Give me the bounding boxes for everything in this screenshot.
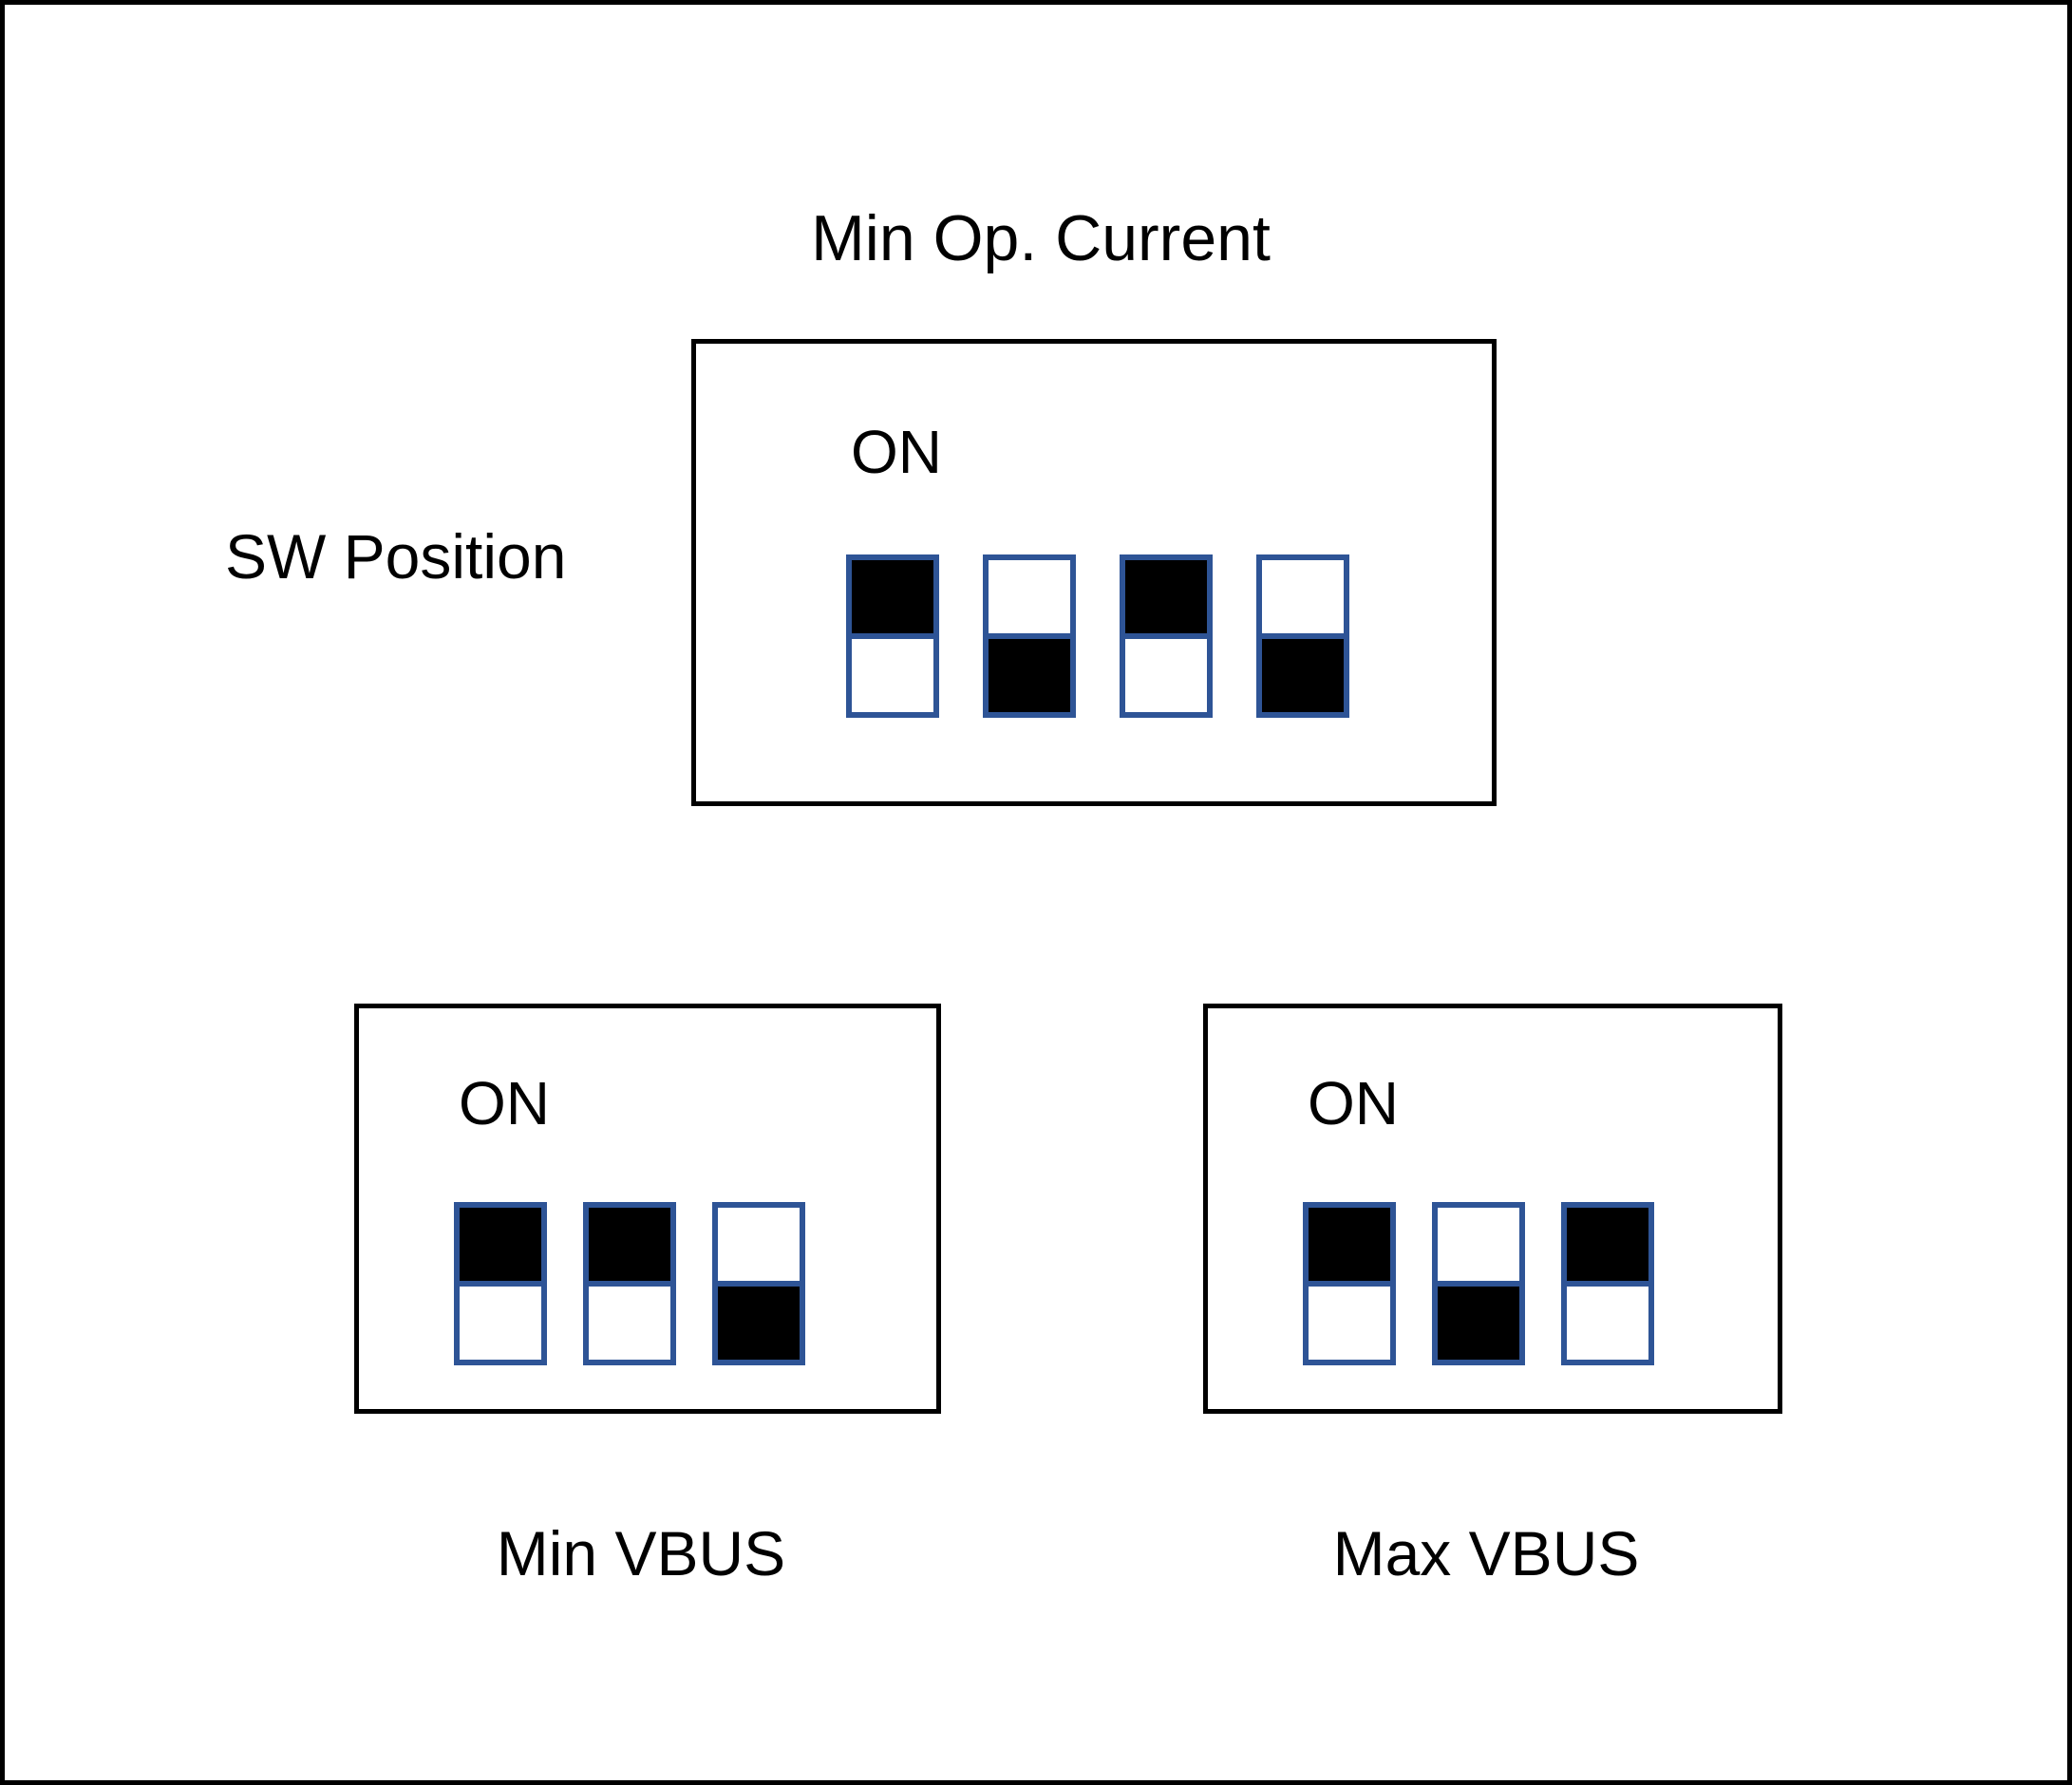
- dip-switch[interactable]: [1256, 554, 1349, 718]
- switch-half-top: [1125, 560, 1207, 633]
- on-legend-label: ON: [1308, 1069, 1399, 1137]
- dip-switch[interactable]: [1432, 1202, 1525, 1365]
- switch-half-top: [1567, 1208, 1648, 1281]
- on-legend-label: ON: [459, 1069, 550, 1137]
- dip-switch[interactable]: [983, 554, 1076, 718]
- switch-half-bottom: [1262, 633, 1344, 712]
- switch-half-top: [989, 560, 1070, 633]
- switch-half-bottom: [1438, 1281, 1519, 1360]
- on-legend-label: ON: [851, 418, 942, 486]
- switch-half-bottom: [1125, 633, 1207, 712]
- switch-half-top: [1262, 560, 1344, 633]
- switch-half-bottom: [1309, 1281, 1390, 1360]
- switch-half-bottom: [460, 1281, 541, 1360]
- dip-switch[interactable]: [1120, 554, 1213, 718]
- page-title: Min Op. Current: [811, 202, 1271, 274]
- switch-bank-min-vbus: ON: [354, 1004, 941, 1414]
- dip-switch[interactable]: [454, 1202, 547, 1365]
- switch-half-top: [1309, 1208, 1390, 1281]
- caption-min-vbus: Min VBUS: [496, 1518, 786, 1588]
- switch-half-top: [852, 560, 933, 633]
- switch-half-bottom: [852, 633, 933, 712]
- switch-half-bottom: [989, 633, 1070, 712]
- switch-half-bottom: [1567, 1281, 1648, 1360]
- dip-switch[interactable]: [712, 1202, 805, 1365]
- switch-half-top: [589, 1208, 670, 1281]
- dip-switch[interactable]: [583, 1202, 676, 1365]
- switch-half-top: [1438, 1208, 1519, 1281]
- switch-half-top: [718, 1208, 800, 1281]
- switch-bank-min-op-current: ON: [691, 339, 1497, 806]
- switch-row-max-vbus: [1303, 1202, 1654, 1365]
- dip-switch[interactable]: [846, 554, 939, 718]
- switch-row-min-vbus: [454, 1202, 805, 1365]
- switch-bank-max-vbus: ON: [1203, 1004, 1782, 1414]
- caption-max-vbus: Max VBUS: [1332, 1518, 1640, 1588]
- switch-row-min-op-current: [846, 554, 1349, 718]
- switch-half-bottom: [718, 1281, 800, 1360]
- switch-half-bottom: [589, 1281, 670, 1360]
- sw-position-label: SW Position: [225, 521, 567, 592]
- switch-half-top: [460, 1208, 541, 1281]
- dip-switch[interactable]: [1561, 1202, 1654, 1365]
- dip-switch[interactable]: [1303, 1202, 1396, 1365]
